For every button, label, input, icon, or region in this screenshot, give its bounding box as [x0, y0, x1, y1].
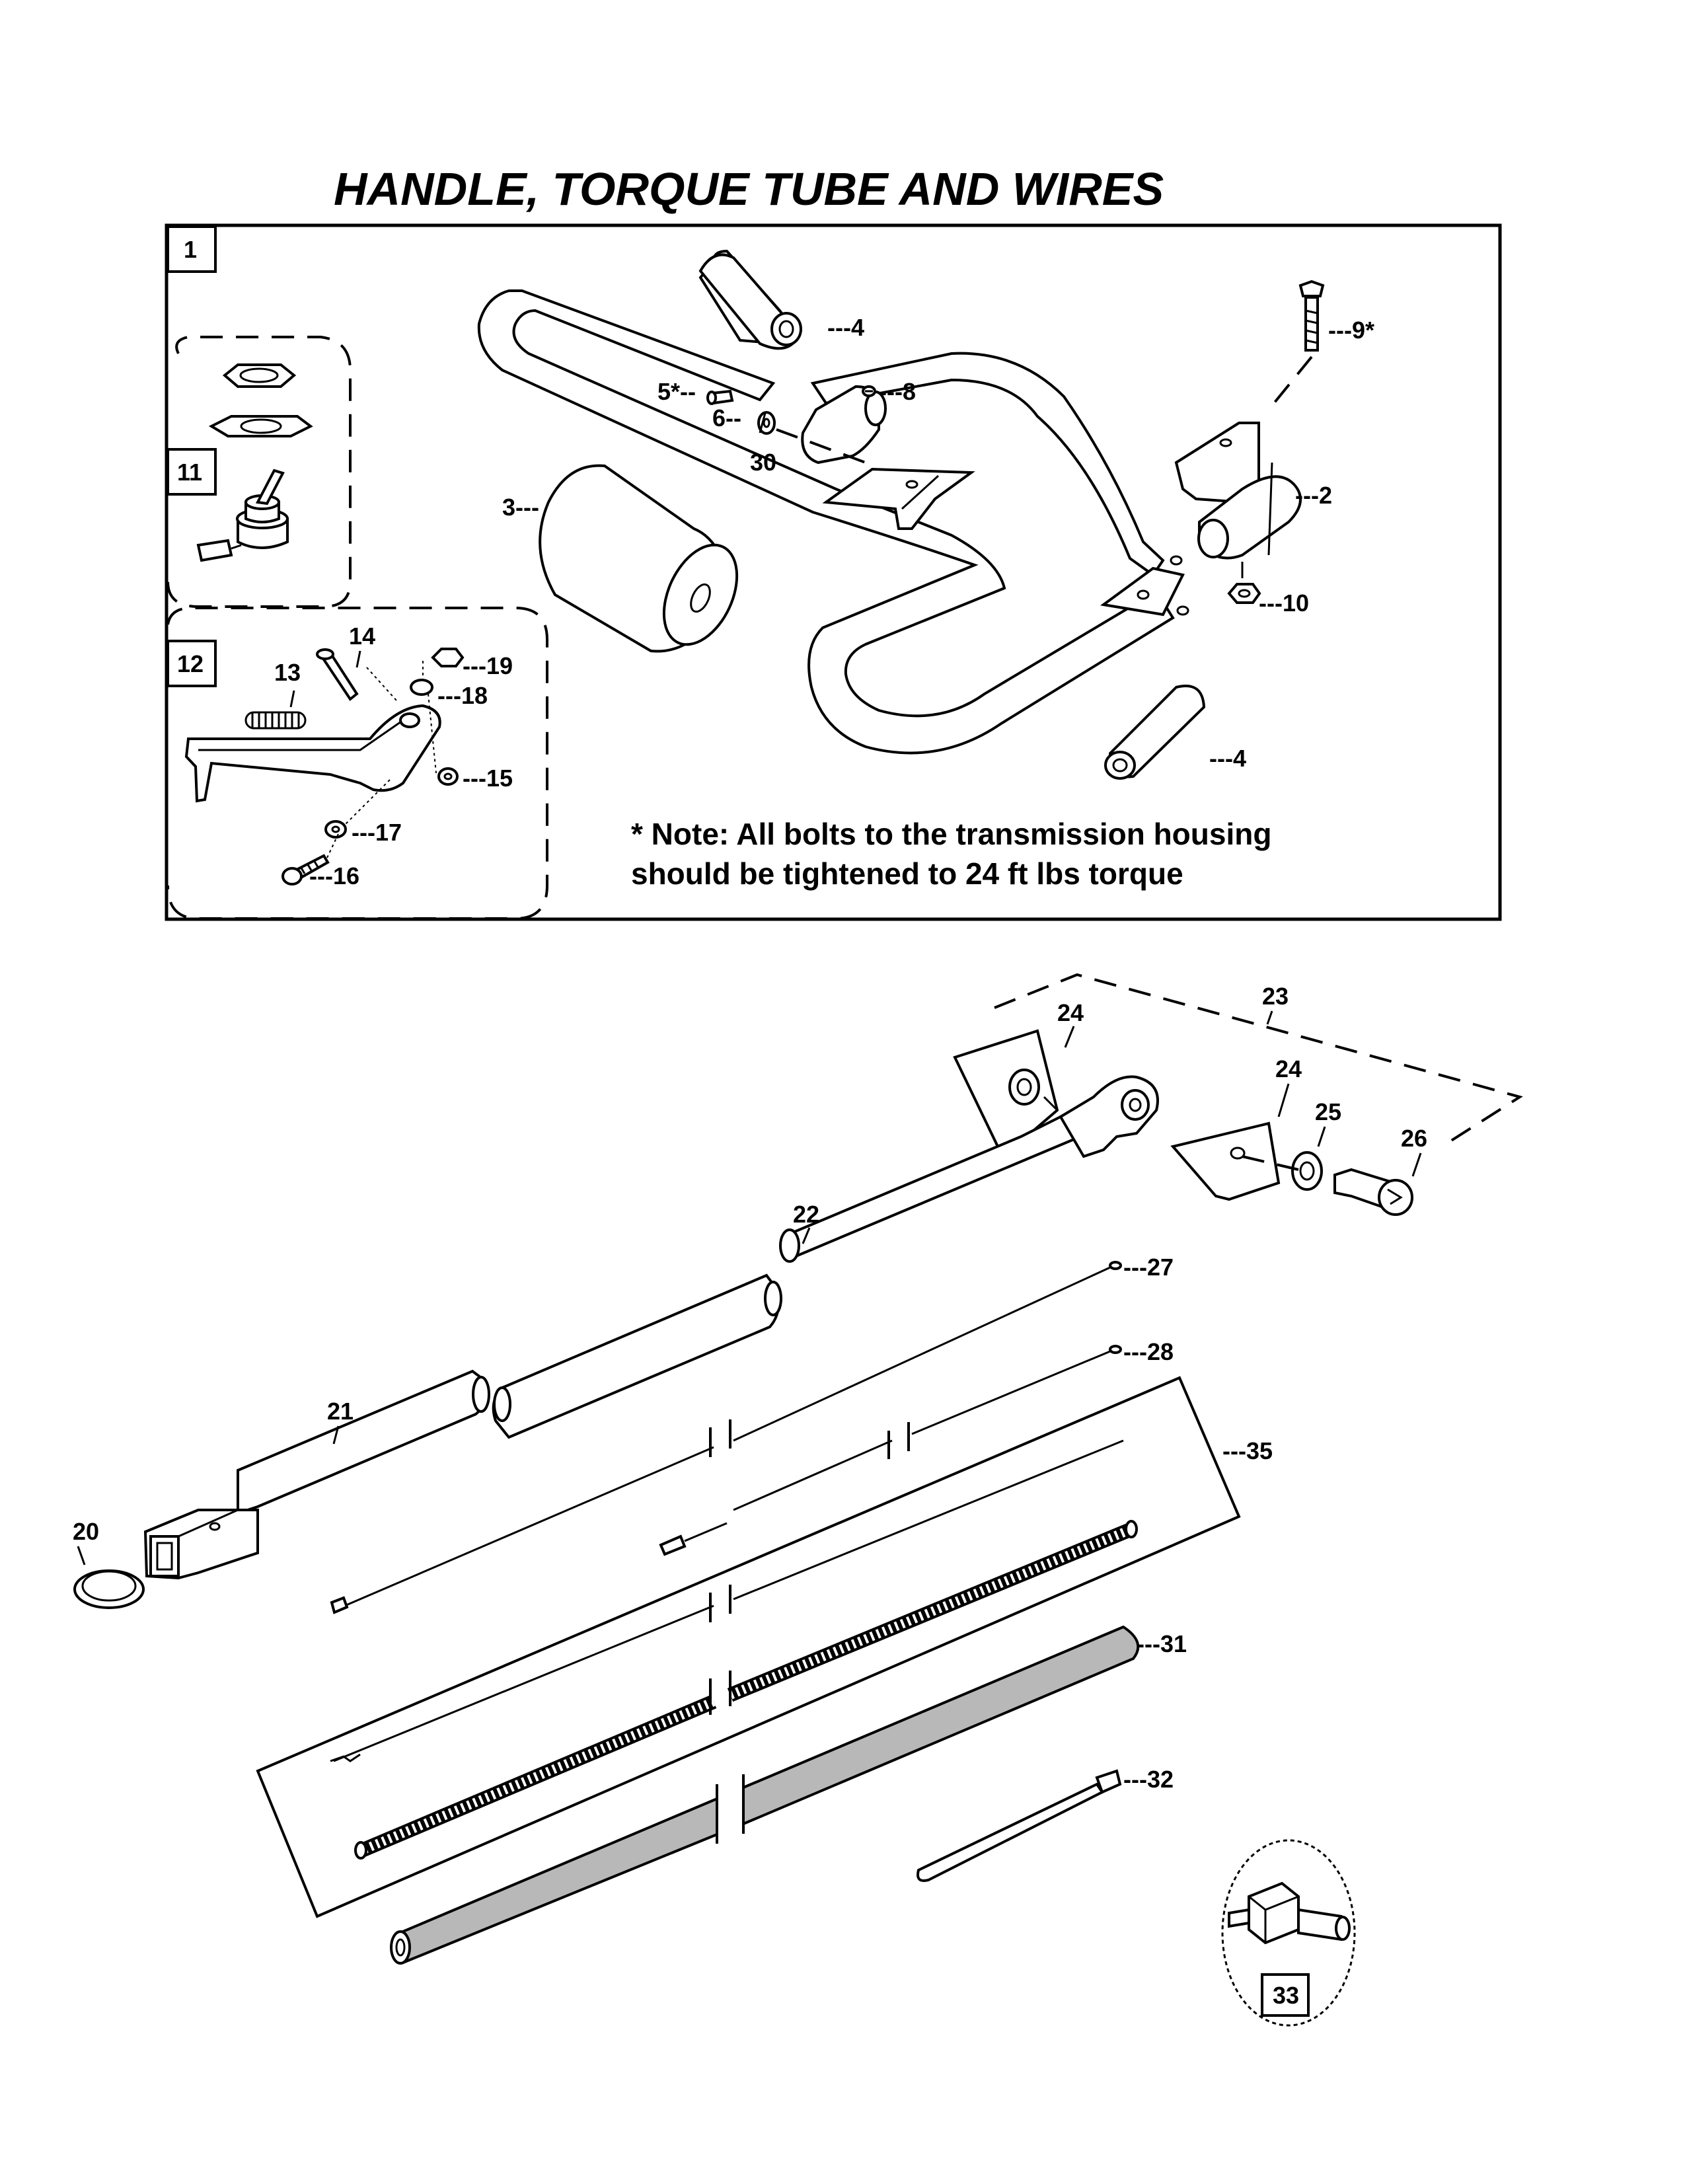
label-24a: 24 [1057, 999, 1084, 1026]
roller [539, 464, 739, 653]
label-13: 13 [274, 659, 301, 686]
toggle-switch [196, 469, 289, 562]
lock-washer-25 [1291, 1151, 1323, 1191]
label-23: 23 [1262, 983, 1289, 1010]
box-1-callout: 1 [167, 225, 217, 273]
label-2: ---2 [1295, 482, 1332, 509]
label-27: ---27 [1123, 1254, 1174, 1281]
wire-27 [336, 1266, 1111, 1610]
star-washer [410, 679, 433, 696]
nut-10 [1227, 562, 1261, 604]
label-5: 5*-- [657, 378, 696, 405]
label-9: ---9* [1328, 317, 1374, 344]
label-25: 25 [1315, 1098, 1341, 1125]
label-3: 3--- [502, 494, 539, 521]
handle-lever [184, 704, 441, 803]
label-30: 30 [750, 449, 776, 476]
label-26: 26 [1401, 1125, 1427, 1152]
spring [244, 711, 307, 730]
label-10: ---10 [1259, 589, 1309, 617]
top-frame [165, 223, 1502, 921]
label-18: ---18 [437, 682, 488, 709]
svg-text:1: 1 [184, 236, 197, 263]
tab-washer [208, 415, 313, 437]
callout-labels: ---2 3--- ---4 ---4 5*-- 6-- ---8 ---9* … [73, 314, 1427, 1793]
screw-8 [862, 385, 876, 397]
label-17: ---17 [352, 819, 402, 846]
handle-assembly [477, 289, 1189, 755]
grip-lower [1104, 685, 1206, 780]
cable-tie [917, 1769, 1122, 1882]
label-21: 21 [327, 1398, 354, 1425]
hex-nut [222, 363, 297, 388]
label-22: 22 [793, 1201, 819, 1228]
screw-5 [706, 389, 734, 405]
lock-nut [431, 648, 465, 667]
torque-note-line2: should be tightened to 24 ft lbs torque [631, 856, 1183, 891]
wire-28 [733, 1350, 1111, 1511]
label-28: ---28 [1123, 1338, 1174, 1365]
label-19: ---19 [463, 652, 513, 679]
inset-lever: 12 [167, 607, 548, 920]
svg-text:11: 11 [177, 459, 202, 486]
flat-washer-17 [324, 820, 347, 839]
flat-washer-15 [437, 767, 459, 786]
label-4a: ---4 [827, 314, 864, 341]
torque-tube-22 [779, 1075, 1159, 1263]
shoulder-bolt-26 [1333, 1168, 1413, 1216]
leader-lines [77, 412, 1422, 1565]
label-16: ---16 [309, 862, 359, 889]
inset-connector: 33 [1221, 1839, 1356, 2027]
grip-upper [698, 249, 802, 350]
tube-middle [492, 1273, 782, 1439]
coil-conduit [354, 1520, 1138, 1860]
label-31: ---31 [1137, 1630, 1187, 1657]
mesh-sleeve [390, 1625, 1140, 1965]
diagram-title: HANDLE, TORQUE TUBE AND WIRES [334, 163, 1164, 215]
torque-note-line1: * Note: All bolts to the transmission ho… [631, 817, 1271, 851]
clamp-2 [1174, 422, 1302, 560]
bolt-16 [281, 854, 330, 885]
ring-20 [73, 1569, 145, 1609]
bolt-9 [1267, 280, 1325, 411]
mount-plate-right [1170, 1121, 1281, 1201]
inset-switch: 11 [167, 336, 352, 608]
label-4b: ---4 [1209, 745, 1246, 772]
label-6: 6-- [712, 404, 741, 432]
torque-tube-21 [143, 1369, 490, 1580]
washer-30 [757, 411, 776, 435]
kit-35-frame [256, 1376, 1241, 1918]
label-35: ---35 [1222, 1437, 1273, 1464]
label-15: ---15 [463, 765, 513, 792]
label-14: 14 [349, 622, 375, 650]
assembly-23-bracket [994, 973, 1523, 1145]
svg-text:33: 33 [1273, 1982, 1299, 2009]
label-32: ---32 [1123, 1766, 1174, 1793]
svg-text:12: 12 [177, 650, 204, 677]
label-8: ---8 [879, 378, 916, 405]
label-20: 20 [73, 1518, 99, 1545]
label-24b: 24 [1275, 1055, 1302, 1082]
